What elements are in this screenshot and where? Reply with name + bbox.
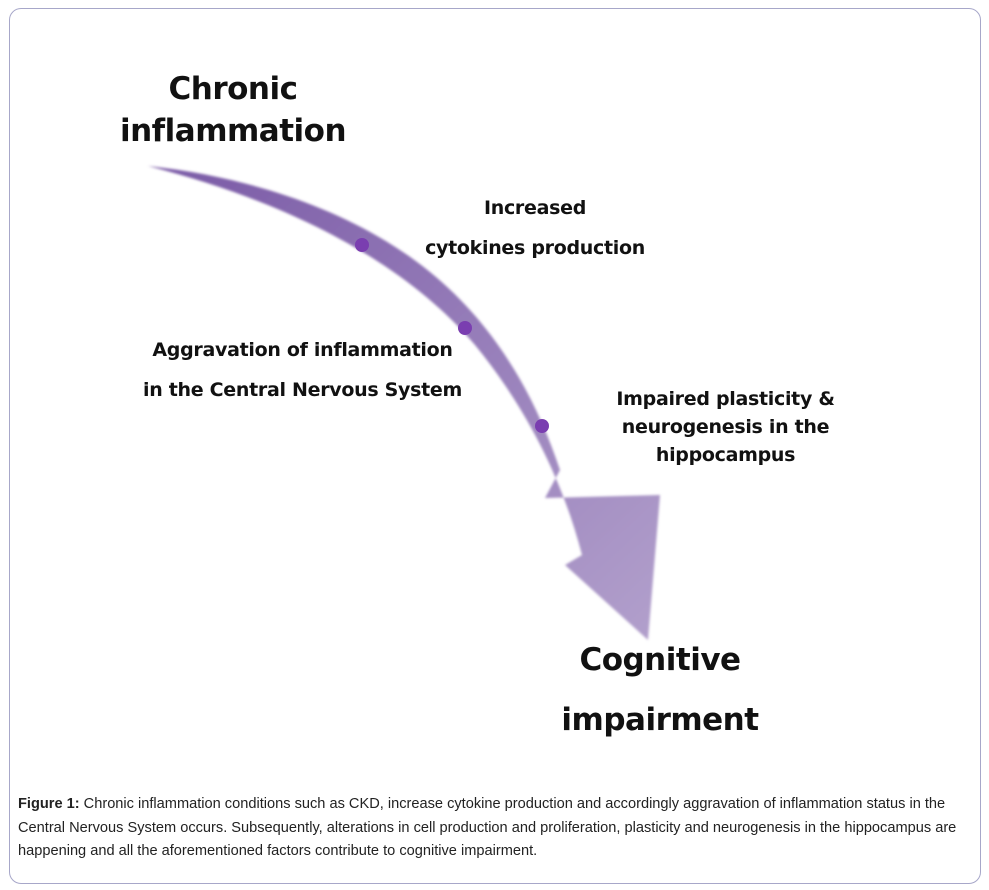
step-3-line1: Impaired plasticity &	[616, 388, 835, 410]
step-3-line2: neurogenesis in the	[621, 416, 830, 438]
step-label-1: Increased cytokines production	[400, 188, 670, 268]
step-dot-1	[355, 238, 369, 252]
step-2-line1: Aggravation of inflammation	[152, 339, 453, 361]
end-label-line1: Cognitive	[579, 642, 741, 678]
caption-text: Chronic inflammation conditions such as …	[18, 796, 957, 859]
figure-caption: Figure 1: Chronic inflammation condition…	[18, 793, 978, 864]
flow-diagram	[148, 166, 660, 640]
step-dot-3	[535, 419, 549, 433]
step-dot-2	[458, 321, 472, 335]
start-node: Chronic inflammation	[118, 68, 348, 152]
start-label-line1: Chronic	[168, 71, 298, 107]
step-1-line2: cytokines production	[425, 237, 645, 259]
end-node: Cognitive impairment	[555, 630, 765, 750]
step-2-line2: in the Central Nervous System	[142, 379, 462, 401]
curved-arrow	[148, 166, 660, 640]
step-1-line1: Increased	[483, 197, 587, 219]
figure-frame	[9, 8, 981, 884]
step-label-2: Aggravation of inflammation in the Centr…	[140, 330, 465, 410]
caption-label: Figure 1:	[18, 796, 80, 812]
end-label-line2: impairment	[561, 702, 759, 738]
step-3-line3: hippocampus	[655, 444, 796, 466]
step-label-3: Impaired plasticity & neurogenesis in th…	[608, 385, 843, 469]
start-label-line2: inflammation	[119, 113, 347, 149]
